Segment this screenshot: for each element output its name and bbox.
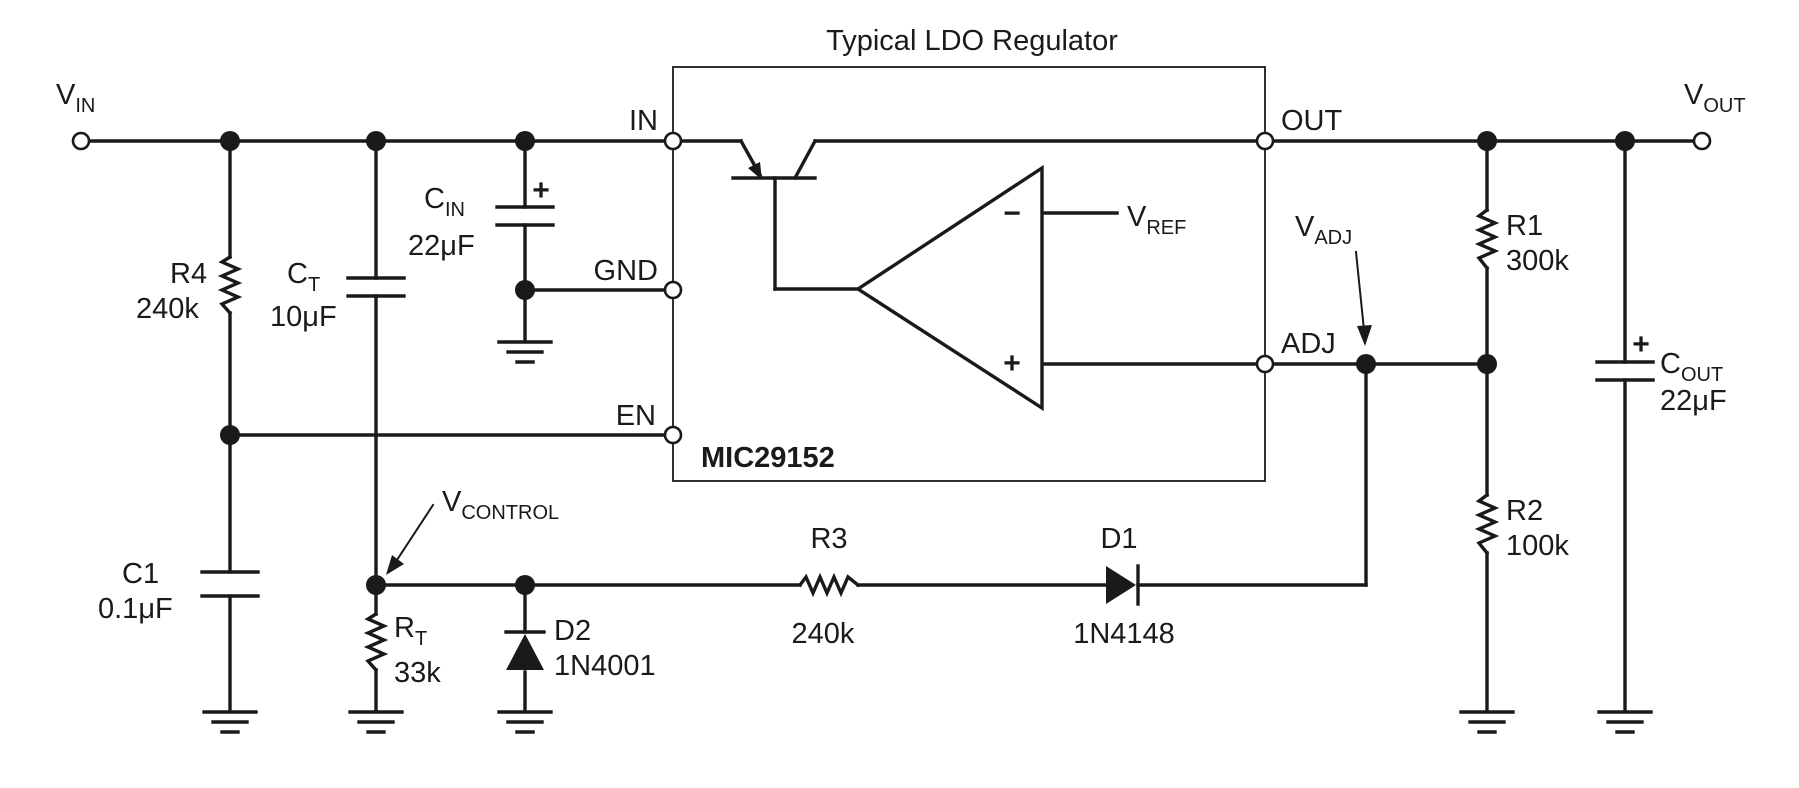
ic-part-number: MIC29152: [701, 442, 835, 474]
opamp-minus-label: −: [1003, 197, 1021, 230]
r2-value: 100k: [1506, 530, 1569, 562]
vin-terminal: [71, 131, 91, 151]
c1-capacitor-icon: [200, 570, 260, 598]
cout-name: COUT: [1660, 348, 1723, 386]
ground-icons: [202, 340, 1653, 734]
pin-label-adj: ADJ: [1281, 328, 1336, 360]
r2-resistor-icon: [1474, 492, 1500, 556]
ct-capacitor-icon: [346, 276, 406, 298]
rt-resistor-icon: [363, 611, 389, 673]
cin-name: CIN: [424, 183, 465, 221]
cin-capacitor-icon: [495, 205, 555, 227]
error-amplifier-icon: [854, 164, 1044, 412]
pin-label-in: IN: [629, 105, 658, 137]
pin-label-gnd: GND: [594, 255, 658, 287]
c1-name: C1: [122, 558, 159, 590]
d1-name: D1: [1100, 523, 1137, 555]
d2-part: 1N4001: [554, 650, 656, 682]
pass-transistor-icon: [748, 162, 762, 180]
diagram-title: Typical LDO Regulator: [826, 25, 1118, 57]
ground-icon: [497, 710, 553, 734]
ground-icon: [1597, 710, 1653, 734]
terminals: [71, 131, 1712, 445]
d2-name: D2: [554, 615, 591, 647]
ic-pin-en: [663, 425, 683, 445]
r3-resistor-icon: [797, 572, 861, 598]
vadj-label: VADJ: [1295, 211, 1352, 249]
r4-value: 240k: [136, 293, 199, 325]
vout-label: VOUT: [1684, 79, 1746, 117]
vadj-arrow-icon: [1354, 250, 1372, 346]
opamp-plus-label: +: [1003, 347, 1021, 380]
vin-label: VIN: [56, 79, 95, 117]
ct-name: CT: [287, 258, 320, 296]
ct-value: 10μF: [270, 301, 337, 333]
rt-value: 33k: [394, 657, 441, 689]
d1-diode-icon: [1106, 564, 1140, 606]
cout-capacitor-icon: [1595, 360, 1655, 382]
r4-resistor-icon: [217, 254, 243, 316]
r2-name: R2: [1506, 495, 1543, 527]
c1-value: 0.1μF: [98, 593, 173, 625]
ground-icon: [1459, 710, 1515, 734]
vout-terminal: [1692, 131, 1712, 151]
ic-outline: [672, 66, 1266, 482]
pin-label-en: EN: [616, 400, 656, 432]
ground-icon: [497, 340, 553, 364]
junction-dots: [220, 131, 1635, 595]
ground-icon: [202, 710, 258, 734]
cout-polarity: +: [1632, 328, 1650, 361]
r1-value: 300k: [1506, 245, 1569, 277]
ic-pin-in: [663, 131, 683, 151]
cin-polarity: +: [532, 174, 550, 207]
r3-name: R3: [810, 523, 847, 555]
ic-pin-out: [1255, 131, 1275, 151]
r3-value: 240k: [792, 618, 855, 650]
vcontrol-label: VCONTROL: [442, 486, 559, 524]
ground-icon: [348, 710, 404, 734]
ic-pin-adj: [1255, 354, 1275, 374]
d1-part: 1N4148: [1073, 618, 1175, 650]
r4-name: R4: [170, 258, 207, 290]
pin-label-out: OUT: [1281, 105, 1343, 137]
d2-diode-icon: [504, 630, 546, 670]
wires: [87, 138, 1696, 712]
cin-value: 22μF: [408, 230, 475, 262]
ic-pin-gnd: [663, 280, 683, 300]
r1-name: R1: [1506, 210, 1543, 242]
vref-label: VREF: [1127, 201, 1186, 239]
cout-value: 22μF: [1660, 385, 1727, 417]
vcontrol-arrow-icon: [386, 503, 435, 575]
rt-name: RT: [394, 612, 427, 650]
r1-resistor-icon: [1474, 207, 1500, 271]
